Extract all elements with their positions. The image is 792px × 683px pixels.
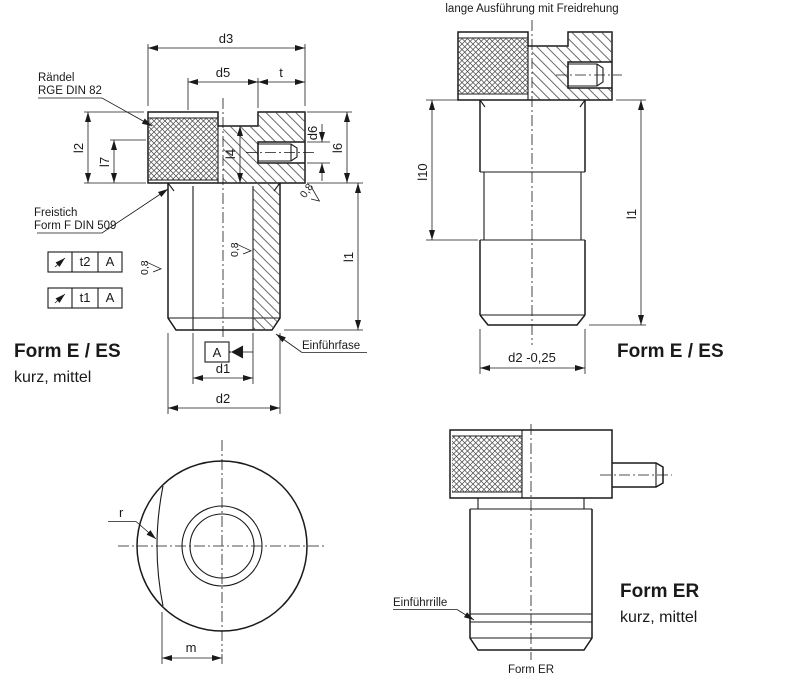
einfuehrrille-label: Einführrille bbox=[393, 597, 447, 609]
head-section-hatch bbox=[532, 32, 612, 100]
view-form-er: Einführrille Form ER kurz, mittel Form E… bbox=[393, 424, 699, 676]
head-section-hatch bbox=[223, 112, 305, 183]
dim-label-d5: d5 bbox=[216, 65, 230, 80]
dim-label-l4: l4 bbox=[223, 149, 238, 159]
dim-label-m: m bbox=[186, 640, 197, 655]
dim-label-d3: d3 bbox=[219, 31, 233, 46]
left-view-dimensions: d3 d5 t l2 l7 l4 d6 l6 l1 bbox=[71, 31, 363, 414]
dim-label-d2: d2 bbox=[216, 391, 230, 406]
section-view-form-e-es bbox=[147, 98, 316, 340]
knurl-texture bbox=[458, 38, 528, 94]
top-view-circle: r m bbox=[108, 440, 326, 664]
runout-symbol-icon bbox=[54, 257, 66, 268]
roughness-value: 0,8 bbox=[229, 242, 241, 257]
dim-label-r: r bbox=[119, 505, 124, 520]
raendel-label: Rändel bbox=[38, 72, 74, 84]
tolerance-frame-t2: t2 A bbox=[47, 251, 123, 273]
caption-form-e-es: Form E / ES bbox=[14, 341, 121, 362]
left-view-annotations: Rändel RGE DIN 82 Freistich Form F DIN 5… bbox=[14, 72, 367, 386]
form-er-bottom-caption: Form ER bbox=[508, 664, 554, 676]
freistich-label: Freistich bbox=[34, 207, 77, 219]
long-version-title: lange Ausführung mit Freidrehung bbox=[445, 3, 618, 15]
knurl-texture bbox=[148, 118, 218, 180]
knurl-texture bbox=[452, 436, 522, 492]
dim-label-d2-tol: d2 -0,25 bbox=[508, 350, 556, 365]
section-view-long-version: lange Ausführung mit Freidrehung bbox=[445, 3, 622, 345]
roughness-symbol: 0,8 bbox=[298, 181, 321, 202]
right-view-dimensions: l10 l1 d2 -0,25 Form E / ES bbox=[415, 99, 724, 374]
roughness-symbol: 0,8 bbox=[229, 242, 253, 257]
side-recess-arc bbox=[156, 485, 164, 607]
dim-label-d6: d6 bbox=[305, 126, 320, 140]
tolerance-value-t1: t1 bbox=[80, 290, 91, 305]
freistich-label-line2: Form F DIN 509 bbox=[34, 220, 116, 232]
dim-label-l10: l10 bbox=[415, 163, 430, 180]
caption-kurz-mittel: kurz, mittel bbox=[14, 369, 91, 386]
tolerance-value-t2: t2 bbox=[80, 254, 91, 269]
datum-triangle-icon bbox=[231, 345, 243, 359]
dim-label-l6: l6 bbox=[330, 143, 345, 153]
roughness-value: 0,8 bbox=[298, 181, 316, 200]
roughness-symbol: 0,8 bbox=[139, 260, 163, 275]
caption-form-er: Form ER bbox=[620, 581, 699, 602]
tolerance-datum-ref: A bbox=[106, 254, 115, 269]
raendel-label-line2: RGE DIN 82 bbox=[38, 85, 102, 97]
dim-label-l1: l1 bbox=[341, 252, 356, 262]
dim-label-l7: l7 bbox=[97, 157, 112, 167]
tolerance-frame-t1: t1 A bbox=[47, 287, 123, 309]
runout-symbol-icon bbox=[54, 293, 66, 304]
datum-letter: A bbox=[213, 345, 222, 360]
dim-label-l1-long: l1 bbox=[624, 209, 639, 219]
caption-form-er-kurz-mittel: kurz, mittel bbox=[620, 609, 697, 626]
caption-form-e-es-right: Form E / ES bbox=[617, 341, 724, 362]
tolerance-datum-ref: A bbox=[106, 290, 115, 305]
dim-label-d1: d1 bbox=[216, 361, 230, 376]
dim-label-l2: l2 bbox=[71, 143, 86, 153]
roughness-value: 0,8 bbox=[139, 260, 151, 275]
shaft-section-hatch bbox=[253, 183, 280, 330]
einfuehrfase-label: Einführfase bbox=[302, 340, 360, 352]
dim-label-t: t bbox=[279, 65, 283, 80]
datum-feature-a: A bbox=[204, 341, 253, 363]
